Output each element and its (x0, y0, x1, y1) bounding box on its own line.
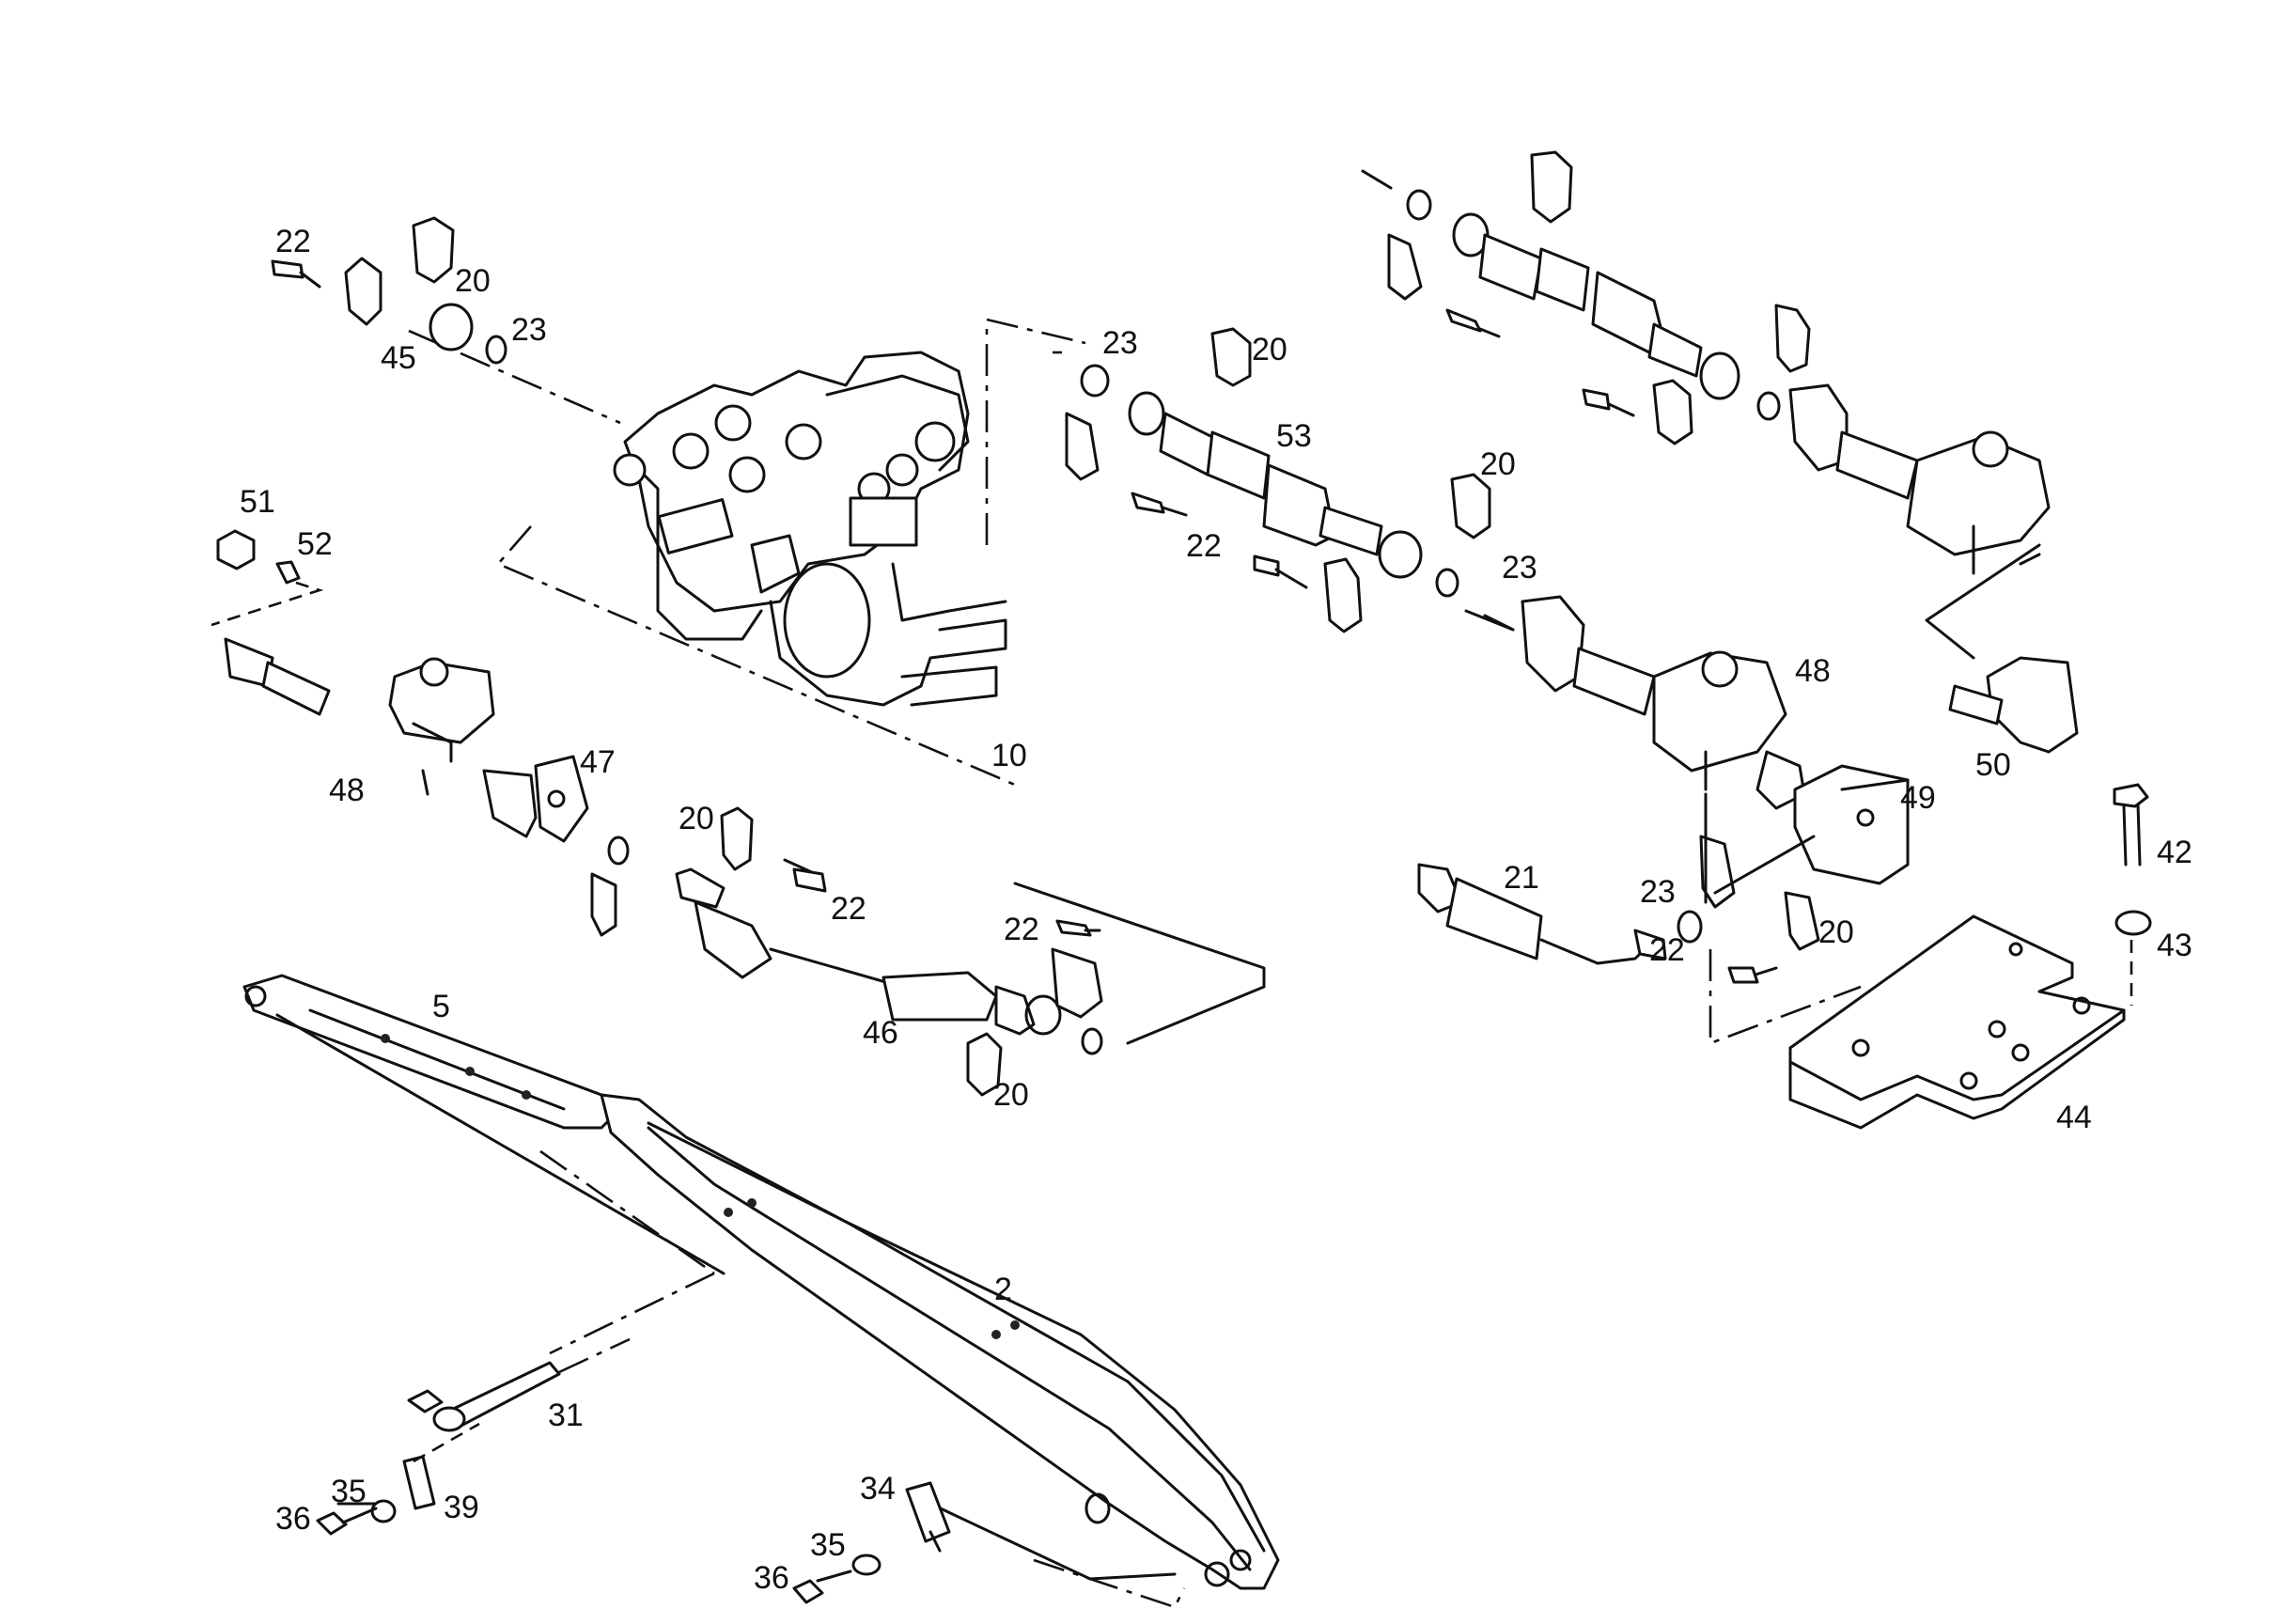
hose-assembly-right (1361, 150, 2079, 754)
mounting-plate-44 (1788, 783, 2152, 1130)
hose-assembly-centre (1065, 327, 1515, 633)
callout-20-low2: 20 (993, 1077, 1029, 1113)
callout-47: 47 (580, 744, 616, 780)
callout-36-left: 36 (275, 1501, 311, 1537)
callout-52: 52 (297, 526, 333, 562)
callout-46: 46 (863, 1015, 898, 1051)
callout-35-left: 35 (331, 1474, 367, 1509)
callout-22-low2: 22 (1004, 912, 1039, 947)
callout-31: 31 (548, 1398, 584, 1433)
callout-44: 44 (2056, 1100, 2092, 1135)
hose-assembly-mid-right (1417, 595, 1910, 1045)
hose-assembly-left (211, 529, 1266, 1097)
callout-49: 49 (1900, 780, 1936, 816)
callout-23-mid: 23 (1102, 325, 1138, 361)
callout-20-mid2: 20 (1480, 446, 1516, 482)
callout-51: 51 (240, 484, 275, 520)
callout-22-low: 22 (831, 891, 866, 927)
pin-assembly-left (316, 1361, 561, 1536)
callout-48-left: 48 (329, 773, 365, 808)
callout-50: 50 (1975, 747, 2011, 783)
callout-39: 39 (444, 1490, 479, 1525)
callout-20-mid: 20 (1252, 332, 1287, 367)
callout-34: 34 (860, 1471, 896, 1507)
callout-45: 45 (381, 340, 416, 376)
callout-36-right: 36 (754, 1560, 789, 1596)
callout-labels: 22 20 45 23 51 52 10 23 20 53 20 22 23 4… (240, 224, 2192, 1596)
valve-block-10 (613, 351, 1007, 707)
callout-20-low: 20 (679, 801, 714, 836)
callout-2: 2 (994, 1272, 1012, 1307)
callout-35-right: 35 (810, 1527, 846, 1563)
callout-20-right: 20 (1818, 914, 1854, 950)
callout-53: 53 (1276, 418, 1312, 454)
callout-5: 5 (432, 989, 450, 1024)
bracket-assembly-right (792, 1481, 951, 1604)
callout-21: 21 (1504, 860, 1539, 896)
callout-10: 10 (991, 738, 1027, 773)
callout-23-top-left: 23 (511, 312, 547, 348)
callout-23-right: 23 (1640, 874, 1676, 910)
callout-20-top-left: 20 (455, 263, 491, 299)
callout-42: 42 (2157, 835, 2192, 870)
callout-22-right: 22 (1649, 932, 1685, 968)
callout-48-right: 48 (1795, 653, 1831, 689)
callout-43: 43 (2157, 928, 2192, 963)
callout-22-mid: 22 (1186, 528, 1222, 564)
callout-23-mid2: 23 (1502, 550, 1537, 586)
boom-arm-2 (600, 1093, 1280, 1590)
callout-22-top-left: 22 (275, 224, 311, 259)
fitting-group-top-left (271, 216, 507, 365)
